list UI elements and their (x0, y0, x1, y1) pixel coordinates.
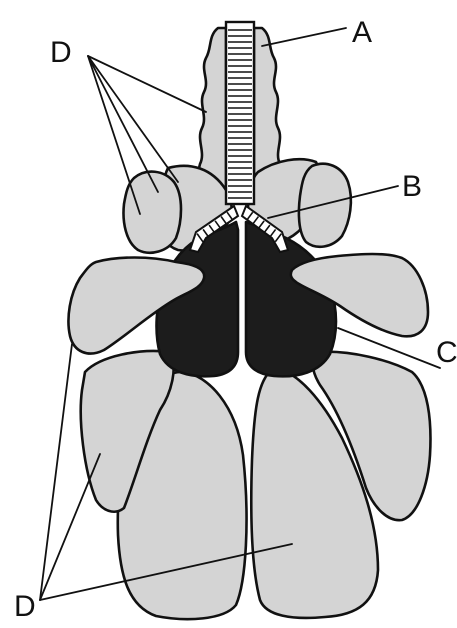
leader-d-top-1 (88, 56, 206, 112)
trachea-tube (226, 22, 254, 204)
anterior-thoracic-air-sac-left (124, 172, 181, 253)
label-d-top: D (50, 36, 72, 69)
leader-d-top-4 (88, 56, 140, 214)
label-a: A (352, 16, 372, 49)
anterior-thoracic-air-sac-right (299, 164, 351, 247)
label-d-bottom: D (14, 590, 36, 623)
leader-d-top-3 (88, 56, 158, 192)
leader-d-top-2 (88, 56, 178, 182)
leader-a (262, 28, 346, 46)
label-b: B (402, 170, 422, 203)
label-c: C (436, 336, 457, 369)
